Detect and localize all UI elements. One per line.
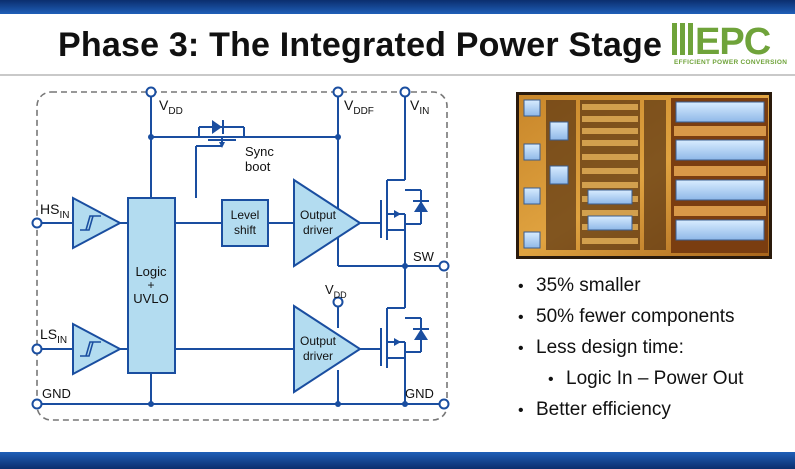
gnd-left-pin xyxy=(31,398,43,410)
power-stage-block-diagram: VDD VDDF VIN VDD Sync boot HSIN LSIN Log… xyxy=(31,86,450,421)
benefit-item: •Less design time: xyxy=(518,332,788,363)
ls-schmitt-buffer xyxy=(72,322,123,376)
bullet-marker: • xyxy=(518,402,524,419)
benefit-item: •50% fewer components xyxy=(518,301,788,332)
level-shift-label-2: shift xyxy=(234,223,257,237)
low-side-diode xyxy=(414,329,428,340)
sync-boot-label-2: boot xyxy=(245,159,271,174)
logic-label-3: UVLO xyxy=(133,291,168,306)
sw-pin xyxy=(438,260,450,272)
output-driver-top-label-2: driver xyxy=(303,223,333,237)
epc-logo: EPC EFFICIENT POWER CONVERSION xyxy=(672,21,792,73)
logic-label-1: Logic xyxy=(135,264,167,279)
high-side-fet-arrow xyxy=(394,210,401,218)
hs-in-pin xyxy=(31,217,43,229)
output-driver-bottom-label-2: driver xyxy=(303,349,333,363)
top-accent-bar xyxy=(0,0,795,14)
epc-logo-letters: EPC xyxy=(695,21,771,59)
vdd2-pin xyxy=(332,296,344,308)
output-driver-top-label-1: Output xyxy=(300,208,337,222)
pins xyxy=(31,86,450,410)
vin-pin xyxy=(399,86,411,98)
ls-in-label: LSIN xyxy=(40,326,67,346)
hs-in-label: HSIN xyxy=(40,201,69,221)
ls-in-pin xyxy=(31,343,43,355)
logic-uvlo-block xyxy=(127,197,176,374)
sync-boot-label-1: Sync xyxy=(245,144,274,159)
low-side-fet xyxy=(380,307,422,368)
sync-boot-fet xyxy=(208,120,236,148)
vin-label: VIN xyxy=(410,97,429,117)
title-divider xyxy=(0,74,795,76)
bullet-marker: • xyxy=(548,371,554,388)
package-outline xyxy=(36,91,448,421)
level-shift-block xyxy=(221,199,269,247)
high-side-fet xyxy=(380,179,422,240)
benefit-item: •Better efficiency xyxy=(518,394,788,425)
logic-label-2: + xyxy=(147,278,154,292)
gnd-right-pin xyxy=(438,398,450,410)
bullet-marker: • xyxy=(518,309,524,326)
slide-title: Phase 3: The Integrated Power Stage xyxy=(58,26,663,64)
die-photo xyxy=(516,92,772,259)
level-shift-label-1: Level xyxy=(231,208,260,222)
vddf-label: VDDF xyxy=(344,97,374,117)
output-driver-bottom xyxy=(293,304,362,394)
gnd-left-label: GND xyxy=(42,386,71,401)
vdd2-label: VDD xyxy=(325,282,347,300)
output-driver-top xyxy=(293,178,362,268)
epc-logo-tagline: EFFICIENT POWER CONVERSION xyxy=(674,59,788,66)
low-side-fet-arrow xyxy=(394,338,401,346)
hs-schmitt-buffer xyxy=(72,196,123,250)
bullet-marker: • xyxy=(518,340,524,357)
vddf-pin xyxy=(332,86,344,98)
benefit-subitem: •Logic In – Power Out xyxy=(518,363,788,394)
gnd-right-label: GND xyxy=(405,386,434,401)
high-side-diode xyxy=(414,201,428,212)
output-driver-bottom-label-1: Output xyxy=(300,334,337,348)
benefit-item: •35% smaller xyxy=(518,270,788,301)
vdd-label: VDD xyxy=(159,97,183,117)
epc-logo-mark: EPC xyxy=(672,21,772,59)
vdd-pin xyxy=(145,86,157,98)
bullet-marker: • xyxy=(518,278,524,295)
junction-dots xyxy=(148,134,408,407)
benefits-list: •35% smaller •50% fewer components •Less… xyxy=(518,270,788,425)
bottom-accent-bar xyxy=(0,452,795,469)
sw-label: SW xyxy=(413,249,435,264)
